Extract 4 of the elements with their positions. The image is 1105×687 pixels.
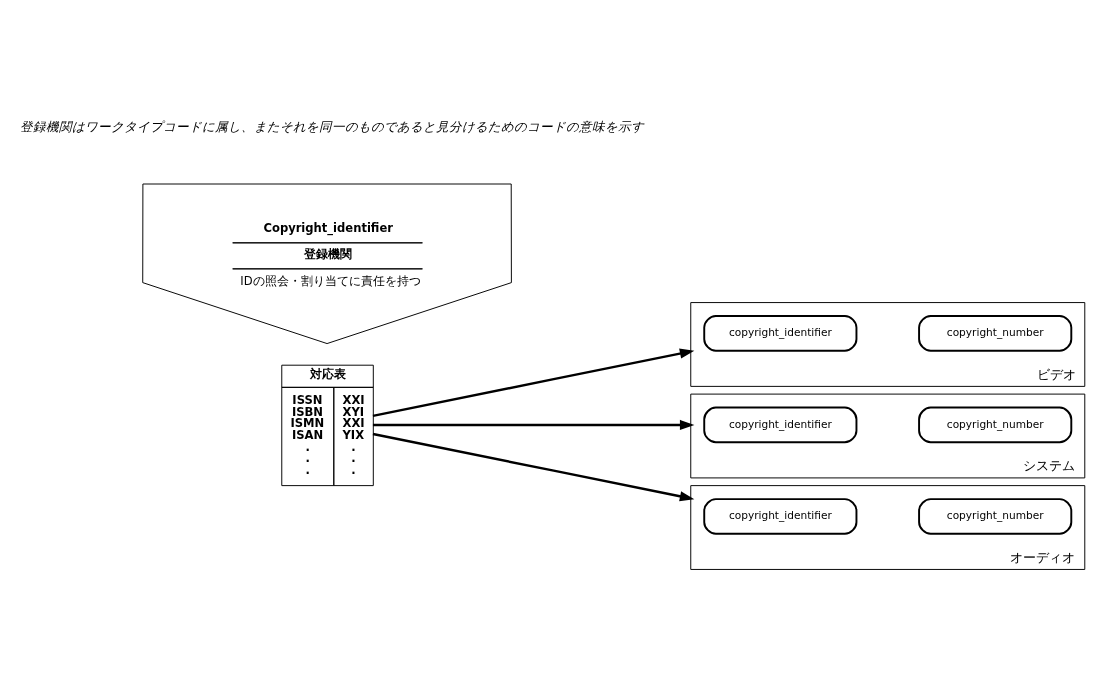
label: 登録機関はワークタイプコードに属し、またそれを同一のものであると見分けるためのコードの意味を示す <box>20 118 645 134</box>
node-label: オーディオ <box>1009 548 1075 565</box>
node-label: ビデオ <box>1036 365 1076 382</box>
node-label: システム <box>1023 456 1076 473</box>
